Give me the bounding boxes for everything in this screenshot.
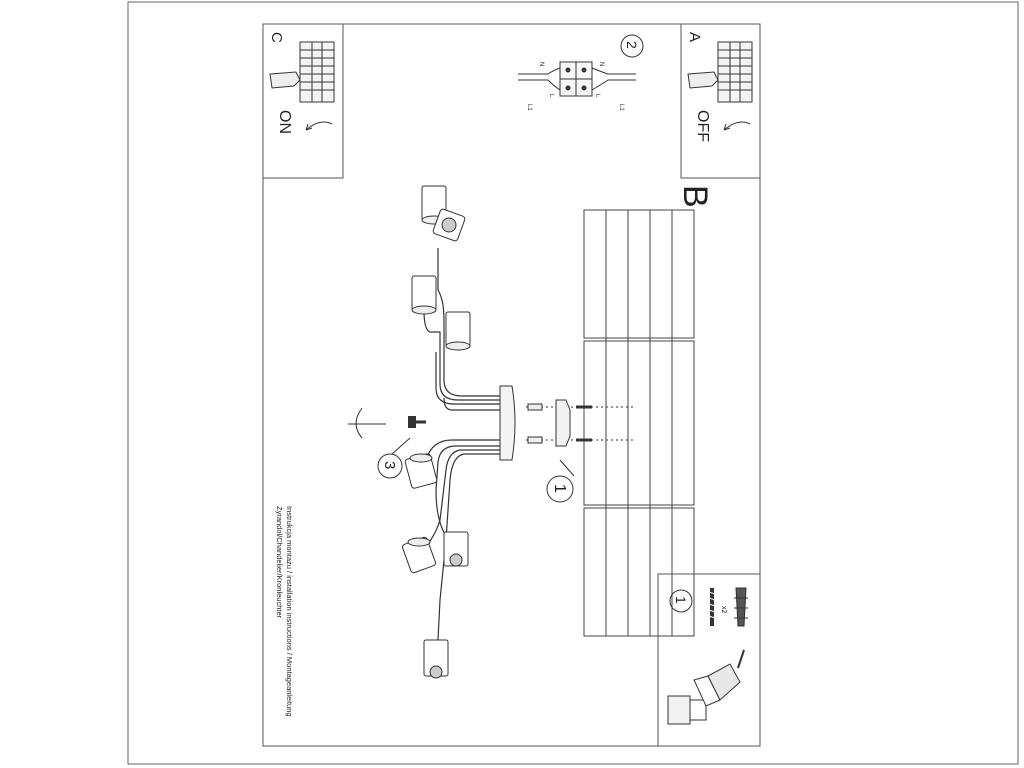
step-3-number: 3 bbox=[381, 461, 398, 469]
step-1-callout: 1 bbox=[546, 459, 575, 503]
outer-border bbox=[127, 1, 1019, 765]
hand-icon bbox=[687, 71, 719, 89]
caption-line-1: Instrukcja montażu / installation instru… bbox=[285, 506, 294, 717]
lamp-socket bbox=[401, 536, 437, 574]
wire-label-n: N bbox=[538, 62, 544, 66]
chandelier-arms bbox=[419, 248, 500, 641]
wire-right bbox=[591, 67, 636, 91]
panel-tools: 1 x2 bbox=[657, 573, 761, 747]
step-1-number: 1 bbox=[551, 484, 568, 493]
lamp-socket bbox=[411, 275, 437, 315]
drill-icon bbox=[667, 649, 745, 725]
step-2-number: 2 bbox=[624, 41, 640, 49]
step-3-screw: 3 bbox=[348, 407, 426, 479]
wire-label-l1: L1 bbox=[618, 104, 624, 111]
lamp-socket bbox=[445, 311, 471, 351]
wire-label-l1: L1 bbox=[526, 104, 532, 111]
terminal-block bbox=[559, 61, 593, 97]
wire-label-l: L bbox=[594, 94, 600, 98]
quantity-label: x2 bbox=[720, 606, 727, 614]
wiring-step-2: 2 N N L L L1 L1 bbox=[518, 34, 644, 111]
rotate-arrow-icon bbox=[723, 121, 751, 131]
panel-a-switch-off: A OFF bbox=[680, 23, 761, 179]
ceiling-planks bbox=[583, 209, 695, 637]
panel-c-switch-on: C ON bbox=[262, 23, 344, 179]
hand-icon bbox=[269, 71, 301, 89]
fuse-box-icon bbox=[299, 41, 335, 103]
page-frame bbox=[262, 23, 761, 747]
panel-c-letter: C bbox=[268, 32, 285, 43]
tools-step-number: 1 bbox=[673, 596, 689, 604]
panel-a-state: OFF bbox=[694, 110, 711, 142]
section-b-letter: B bbox=[676, 185, 714, 208]
wire-left bbox=[518, 67, 561, 91]
rotate-arrow-icon bbox=[305, 121, 333, 131]
rotate-arrow-icon bbox=[355, 407, 363, 439]
lamp-socket bbox=[432, 208, 466, 242]
wall-plug-icon bbox=[734, 587, 748, 627]
mounting-bracket bbox=[526, 399, 636, 447]
caption-line-2: Żyrandol/Chandelier/Kronleuchter bbox=[275, 506, 284, 619]
fuse-box-icon bbox=[717, 41, 753, 103]
lamp-socket bbox=[404, 453, 438, 489]
wire-label-l: L bbox=[548, 94, 554, 98]
panel-a-letter: A bbox=[686, 32, 703, 42]
screw-icon bbox=[708, 588, 716, 626]
wire-label-n: N bbox=[598, 62, 604, 66]
ceiling-canopy bbox=[499, 385, 516, 461]
lamp-socket bbox=[423, 639, 449, 679]
lamp-socket bbox=[443, 531, 469, 567]
panel-c-state: ON bbox=[276, 110, 293, 134]
